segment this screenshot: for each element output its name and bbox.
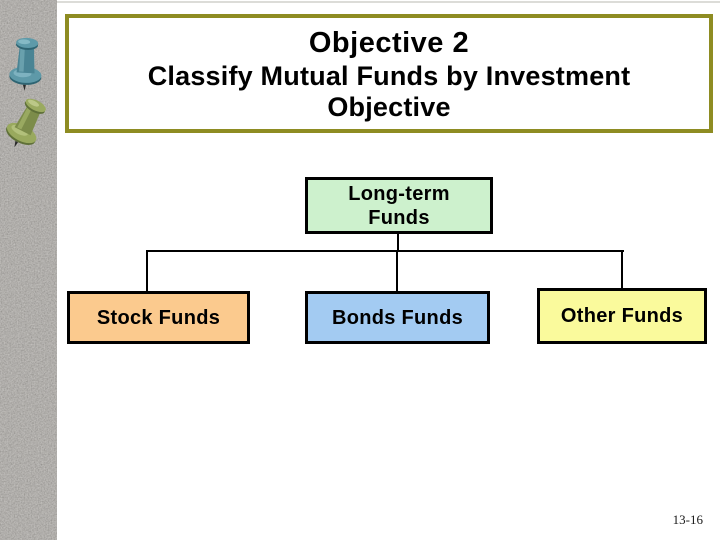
connector-drop-other bbox=[621, 250, 623, 288]
page-number: 13-16 bbox=[672, 512, 703, 527]
connector-drop-stock bbox=[146, 250, 148, 291]
diagram-node-stock-funds: Stock Funds bbox=[67, 291, 250, 344]
diagram-node-long-term-funds: Long-term Funds bbox=[305, 177, 493, 234]
diagram-node-other-funds: Other Funds bbox=[537, 288, 707, 344]
node-label: Stock Funds bbox=[96, 306, 221, 329]
green-pushpin-icon bbox=[6, 98, 46, 148]
connector-drop-bonds bbox=[396, 250, 398, 291]
node-label: Other Funds bbox=[560, 305, 684, 327]
slide-subtitle: Classify Mutual Funds by Investment Obje… bbox=[147, 61, 631, 122]
node-label: Bonds Funds bbox=[331, 306, 464, 329]
title-box: Objective 2 Classify Mutual Funds by Inv… bbox=[65, 14, 713, 133]
teal-pushpin-icon bbox=[9, 37, 42, 91]
slide-top-edge bbox=[57, 1, 720, 3]
connector-root-stem bbox=[397, 234, 399, 252]
slide-title: Objective 2 bbox=[308, 27, 470, 59]
diagram-node-bonds-funds: Bonds Funds bbox=[305, 291, 490, 344]
granite-texture-strip bbox=[0, 0, 57, 540]
connector-horizontal-rail bbox=[146, 250, 624, 252]
node-label: Long-term Funds bbox=[348, 182, 450, 229]
